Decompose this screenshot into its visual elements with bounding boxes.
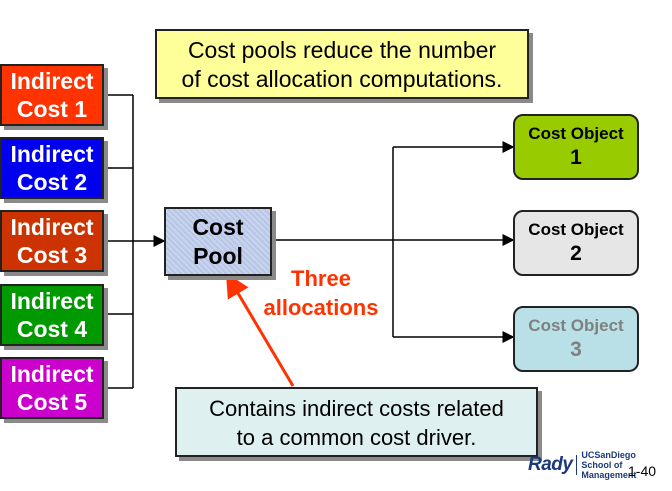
school-line2: School of Management <box>581 460 637 480</box>
callout-box: Contains indirect costs related to a com… <box>175 387 538 457</box>
indirect-cost-1: Indirect Cost 1 <box>0 64 104 126</box>
cost-object-1: Cost Object 1 <box>513 114 639 180</box>
allocations-line1: Three <box>291 266 351 291</box>
indirect-cost-5-line2: Cost 5 <box>16 389 88 415</box>
indirect-cost-2: Indirect Cost 2 <box>0 137 104 199</box>
title-note: Cost pools reduce the number of cost all… <box>155 29 529 99</box>
cost-object-2-number: 2 <box>570 242 582 265</box>
indirect-cost-4: Indirect Cost 4 <box>0 284 104 346</box>
cost-object-3-number: 3 <box>570 338 582 361</box>
cost-object-1-title: Cost Object <box>528 124 624 143</box>
indirect-cost-3-line1: Indirect <box>10 214 94 240</box>
logo-divider <box>576 455 578 475</box>
school-name: UCSanDiego School of Management <box>581 450 668 480</box>
indirect-cost-5: Indirect Cost 5 <box>0 357 104 419</box>
callout-line2: to a common cost driver. <box>236 425 477 450</box>
cost-object-2: Cost Object 2 <box>513 210 639 276</box>
left-bracket-lines <box>104 94 166 389</box>
cost-object-3-title: Cost Object <box>528 316 624 335</box>
indirect-cost-1-line1: Indirect <box>10 68 94 94</box>
school-line1: UCSanDiego <box>581 450 636 460</box>
indirect-cost-3-line2: Cost 3 <box>16 242 88 268</box>
page-number: 1-40 <box>628 463 657 479</box>
indirect-cost-4-line1: Indirect <box>10 288 94 314</box>
title-note-line2: of cost allocation computations. <box>181 66 503 92</box>
cost-pool-line1: Cost <box>192 213 244 240</box>
indirect-cost-1-line2: Cost 1 <box>16 96 88 122</box>
cost-pool-line2: Pool <box>193 242 243 269</box>
allocations-label: Three allocations <box>248 264 394 322</box>
right-bracket-lines <box>272 141 515 343</box>
indirect-cost-3: Indirect Cost 3 <box>0 210 104 272</box>
indirect-cost-4-line2: Cost 4 <box>16 316 88 342</box>
rady-brand: Rady <box>528 454 573 475</box>
footer-logo: Rady UCSanDiego School of Management <box>528 450 668 480</box>
indirect-cost-2-line2: Cost 2 <box>16 169 88 195</box>
cost-object-2-title: Cost Object <box>528 220 624 239</box>
cost-pool-box: Cost Pool <box>164 207 272 276</box>
cost-object-3: Cost Object 3 <box>513 306 639 372</box>
indirect-cost-2-line1: Indirect <box>10 141 94 167</box>
title-note-line1: Cost pools reduce the number <box>187 37 497 63</box>
callout-arrow <box>225 272 295 387</box>
allocations-line2: allocations <box>263 295 379 320</box>
cost-object-1-number: 1 <box>570 146 582 169</box>
indirect-cost-5-line1: Indirect <box>10 361 94 387</box>
callout-line1: Contains indirect costs related <box>209 396 504 421</box>
